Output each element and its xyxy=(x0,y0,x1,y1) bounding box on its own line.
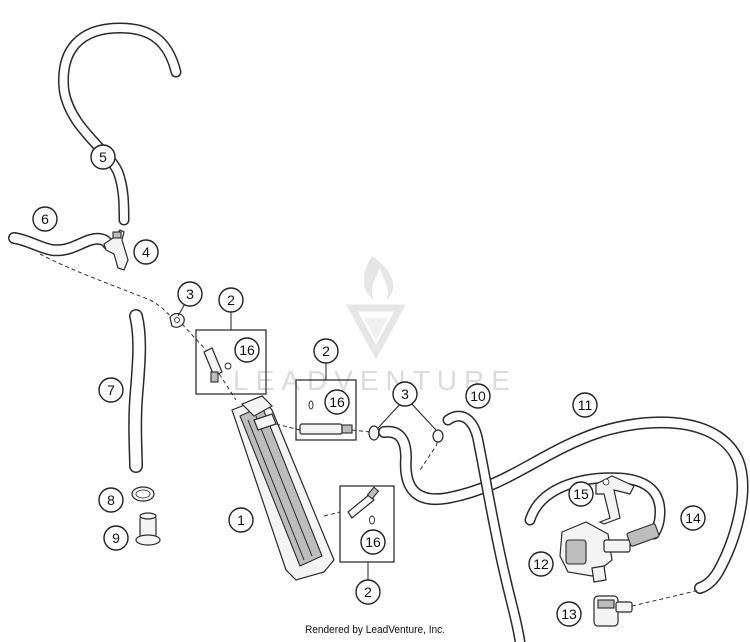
svg-text:9: 9 xyxy=(112,530,120,546)
svg-text:16: 16 xyxy=(329,394,345,410)
hose-11 xyxy=(378,416,749,594)
detail-box-2-bottom xyxy=(339,485,395,580)
svg-text:14: 14 xyxy=(685,510,701,526)
detail-box-2-top xyxy=(195,312,267,395)
svg-text:5: 5 xyxy=(99,149,107,165)
hose-10 xyxy=(442,410,526,642)
svg-text:16: 16 xyxy=(365,534,381,550)
clamp-3-left xyxy=(169,312,185,328)
callout-7: 7 xyxy=(98,377,124,403)
routing-line-mid xyxy=(181,323,237,401)
callout-16-bottom: 16 xyxy=(360,529,386,555)
callout-2-middle: 2 xyxy=(313,338,339,364)
callout-2-top: 2 xyxy=(218,287,244,313)
svg-text:8: 8 xyxy=(107,492,115,508)
connector-13 xyxy=(593,589,701,627)
hose-14 xyxy=(524,472,666,540)
callout-13: 13 xyxy=(556,601,582,627)
callout-16-middle: 16 xyxy=(324,389,350,415)
callout-1: 1 xyxy=(228,507,254,533)
svg-text:7: 7 xyxy=(107,382,115,398)
callout-4: 4 xyxy=(133,239,159,265)
render-credit: Rendered by LeadVenture, Inc. xyxy=(304,624,446,636)
svg-text:2: 2 xyxy=(227,292,235,308)
hose-7 xyxy=(128,309,147,473)
callout-10: 10 xyxy=(465,383,491,409)
hose-6 xyxy=(8,232,114,257)
bracket-15 xyxy=(595,475,635,525)
detail-box-2-middle xyxy=(295,362,357,441)
leader-3-right xyxy=(377,401,437,431)
svg-text:3: 3 xyxy=(186,286,194,302)
callout-3-left: 3 xyxy=(177,281,203,307)
callout-14: 14 xyxy=(680,505,706,531)
svg-text:15: 15 xyxy=(573,486,589,502)
svg-text:10: 10 xyxy=(470,388,486,404)
callout-3-right: 3 xyxy=(392,381,418,407)
callout-15: 15 xyxy=(568,481,594,507)
svg-text:16: 16 xyxy=(239,342,255,358)
routing-line-upper xyxy=(39,253,177,323)
canister-1 xyxy=(231,395,335,581)
callout-12: 12 xyxy=(528,551,554,577)
clamp-8 xyxy=(131,486,155,502)
svg-text:3: 3 xyxy=(401,386,409,402)
watermark-text: LEADVENTURE xyxy=(233,365,517,396)
svg-text:1: 1 xyxy=(237,512,245,528)
callout-8: 8 xyxy=(98,487,124,513)
callout-16-top: 16 xyxy=(234,337,260,363)
leadventure-watermark-logo xyxy=(346,256,406,360)
hose-5 xyxy=(58,22,182,226)
y-fitting-4 xyxy=(103,229,129,271)
plug-9 xyxy=(135,512,161,546)
callout-6: 6 xyxy=(32,206,58,232)
svg-text:13: 13 xyxy=(561,606,577,622)
svg-text:12: 12 xyxy=(533,556,549,572)
clamp-3-mid xyxy=(368,425,444,443)
callout-5: 5 xyxy=(90,144,116,170)
callout-9: 9 xyxy=(103,525,129,551)
svg-text:2: 2 xyxy=(364,584,372,600)
callout-11: 11 xyxy=(572,392,598,418)
svg-text:2: 2 xyxy=(322,343,330,359)
canister-connector xyxy=(275,423,371,435)
routing-line-lower xyxy=(323,511,341,517)
svg-text:4: 4 xyxy=(142,244,150,260)
svg-text:6: 6 xyxy=(41,211,49,227)
purge-valve-12 xyxy=(559,521,660,583)
svg-text:11: 11 xyxy=(578,397,593,413)
callout-2-bottom: 2 xyxy=(355,579,381,605)
